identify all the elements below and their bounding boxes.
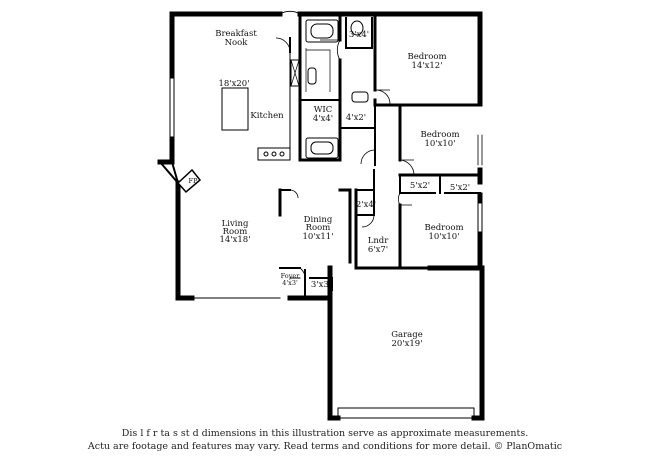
dining-room-dims: 10'x11': [302, 232, 333, 242]
garage-label: Garage: [391, 330, 422, 340]
bedroom-1-dims: 14'x12': [411, 61, 442, 71]
breakfast-nook-label-2: Nook: [225, 38, 249, 48]
breakfast-nook-dims: 18'x20': [218, 79, 249, 89]
garage-dims: 20'x19': [391, 339, 422, 349]
closet-4x2-dims: 4'x2': [346, 113, 366, 123]
laundry-dims: 6'x7': [368, 245, 388, 255]
door-swings: [275, 10, 415, 283]
fireplace: FP: [176, 168, 202, 194]
dining-room-label: Dining: [304, 215, 333, 225]
bedroom-2-dims: 10'x10': [424, 139, 455, 149]
wic-dims: 4'x4': [313, 114, 333, 124]
disclaimer-line-1: Dis l f r ta s st d dimensions in this i…: [121, 428, 529, 439]
fireplace-label: FP: [189, 177, 199, 185]
living-room-label-2: Room: [223, 227, 248, 237]
room-labels: Breakfast Nook 18'x20' Kitchen 3'x4' Bed…: [215, 29, 470, 349]
laundry-label: Lndr: [368, 236, 390, 246]
foyer-label: Foyer: [281, 272, 301, 280]
living-room-dims: 14'x18': [219, 235, 250, 245]
bathroom-fixtures: [305, 19, 369, 159]
breakfast-nook-label: Breakfast: [215, 29, 257, 39]
bedroom-2-label: Bedroom: [420, 130, 459, 140]
closet-2x4-dims: 2'x4': [356, 200, 376, 210]
kitchen-label: Kitchen: [250, 111, 284, 121]
walls: [157, 11, 485, 421]
bedroom-3-dims: 10'x10': [428, 232, 459, 242]
bedroom-3-label: Bedroom: [424, 223, 463, 233]
kitchen-fixtures: [221, 52, 300, 161]
bedroom-1-label: Bedroom: [407, 52, 446, 62]
closet-5x2-b-dims: 5'x2': [450, 183, 470, 193]
wic-label: WIC: [314, 105, 333, 115]
dining-room-label-2: Room: [306, 223, 331, 233]
disclaimer-line-2: Actu are footage and features may vary. …: [87, 441, 563, 452]
living-room-label: Living: [222, 219, 249, 229]
closet-3x3-dims: 3'x3': [311, 280, 331, 290]
closet-5x2-a-dims: 5'x2': [410, 181, 430, 191]
closet-top-dims: 3'x4': [349, 30, 369, 40]
foyer-dims: 4'x3': [282, 279, 298, 287]
